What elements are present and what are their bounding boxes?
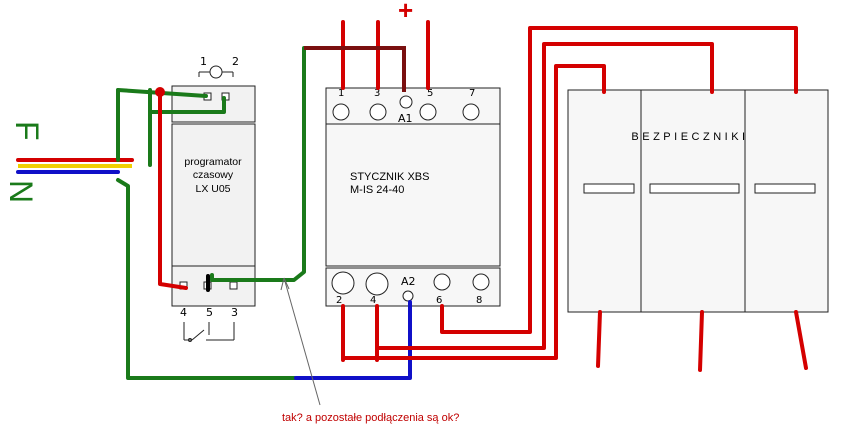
timer-top-terminal-label: 1 (200, 55, 207, 68)
fuse-window (583, 183, 635, 194)
switch-contact-icon (183, 322, 235, 342)
fuse-title: BEZPIECZNIKI (631, 131, 748, 143)
timer-name-line-3: LX U05 (195, 183, 230, 195)
timer-top-terminal-label: 2 (232, 55, 239, 68)
contactor-top-screw (462, 103, 480, 121)
timer-bottom-terminal-label: 3 (231, 306, 238, 319)
contactor-name-line-2: M-IS 24-40 (350, 184, 404, 196)
coil-wire (304, 46, 406, 92)
fuse-window (754, 183, 816, 194)
contactor-bottom-terminal-label: 2 (336, 295, 342, 306)
live-wires (155, 20, 808, 372)
contactor-top-terminal-label: 7 (469, 88, 475, 99)
neutral-wire (294, 300, 412, 380)
contactor-bottom-screw (433, 273, 451, 291)
contactor-bottom-screw (472, 273, 490, 291)
fuse-window (649, 183, 740, 194)
contactor-bottom-terminal-label: 6 (436, 295, 442, 306)
contactor-top-screw (369, 103, 387, 121)
contactor-bottom-screw (365, 272, 389, 296)
contactor-a2-label: A2 (401, 275, 416, 288)
contactor-top-terminal-label: 1 (338, 88, 344, 99)
timer-module: 1 2 programator czasowy LX U05 4 5 3 (171, 55, 256, 342)
contactor-top-screw (332, 103, 350, 121)
supply-lines (16, 158, 134, 174)
contactor-bottom-terminal-label: 8 (476, 295, 482, 306)
timer-bottom-terminal-label: 5 (206, 306, 213, 319)
contactor-top-screw (419, 103, 437, 121)
contactor-bottom-screw (331, 271, 355, 295)
contactor-a1-label: A1 (398, 112, 413, 125)
contactor-module: 1 3 5 7 A1 STYCZNIK XBS M-IS 24-40 A2 2 … (325, 87, 501, 307)
timer-bottom-terminal-label: 4 (180, 306, 187, 319)
contactor-top-terminal-label: 3 (374, 88, 380, 99)
contactor-name-line-1: STYCZNIK XBS (350, 171, 429, 183)
contactor-a1-screw (399, 95, 413, 109)
contactor-a2-screw (402, 290, 414, 302)
clock-icon (198, 65, 234, 79)
contactor-top-terminal-label: 5 (427, 88, 433, 99)
question-text: tak? a pozostałe podłączenia są ok? (282, 412, 459, 424)
plus-label: + (398, 0, 413, 25)
timer-name-line-1: programator (184, 156, 242, 168)
timer-terminal-3 (229, 281, 238, 290)
neutral-label: N (3, 180, 39, 203)
annotation-arrow (280, 277, 321, 406)
timer-name-line-2: czasowy (193, 169, 234, 181)
fuse-block: BEZPIECZNIKI (567, 89, 829, 313)
contactor-bottom-terminal-label: 4 (370, 295, 376, 306)
live-label: F (9, 121, 45, 141)
